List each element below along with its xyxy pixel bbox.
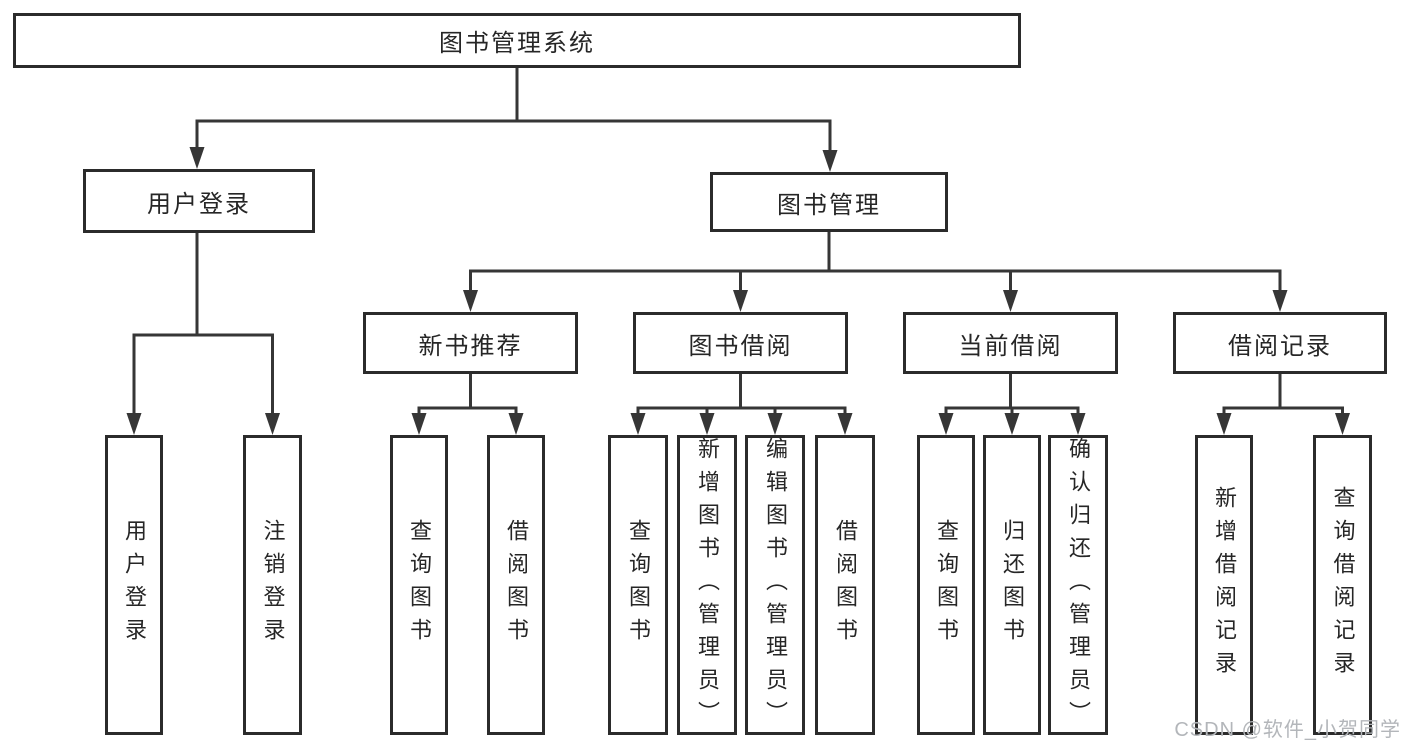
leaf-query-borrow-record: 查询借阅记录: [1313, 435, 1372, 735]
leaf-query-borrow-record-label: 查询借阅记录: [1330, 486, 1356, 684]
leaf-confirm-return-admin: 确认归还（管理员）: [1048, 435, 1108, 735]
leaf-query-books-recommend-label: 查询图书: [407, 519, 432, 651]
leaf-borrow-books-recommend: 借阅图书: [487, 435, 545, 735]
connector-user-login-to-leaves: [126, 233, 280, 435]
connector-book-borrow-to-leaves: [630, 374, 853, 435]
node-book-borrow-label: 图书借阅: [688, 332, 793, 360]
node-new-book-recommend-label: 新书推荐: [418, 332, 523, 360]
leaf-add-books-admin-label: 新增图书（管理员）: [695, 436, 720, 734]
leaf-borrow-books-recommend-label: 借阅图书: [504, 519, 529, 651]
node-current-borrow-label: 当前借阅: [958, 332, 1063, 360]
node-user-login-label: 用户登录: [147, 190, 251, 218]
leaf-add-books-admin: 新增图书（管理员）: [677, 435, 737, 735]
leaf-return-books: 归还图书: [983, 435, 1041, 735]
leaf-user-login: 用户登录: [105, 435, 163, 735]
leaf-return-books-label: 归还图书: [1000, 519, 1025, 651]
leaf-logout: 注销登录: [243, 435, 302, 735]
leaf-query-books-current: 查询图书: [917, 435, 975, 735]
node-current-borrow: 当前借阅: [903, 312, 1118, 374]
node-root-system: 图书管理系统: [13, 13, 1021, 68]
node-book-borrow: 图书借阅: [633, 312, 848, 374]
leaf-query-books-borrow: 查询图书: [608, 435, 668, 735]
connector-borrow-records-to-leaves: [1216, 374, 1350, 435]
node-book-management-label: 图书管理: [777, 191, 881, 219]
leaf-add-borrow-record-label: 新增借阅记录: [1212, 486, 1237, 684]
node-borrow-records-label: 借阅记录: [1228, 332, 1332, 360]
node-root-label: 图书管理系统: [439, 30, 595, 57]
leaf-query-books-recommend: 查询图书: [390, 435, 448, 735]
node-book-management-branch: 图书管理: [710, 172, 948, 232]
connector-book-mgmt-to-level3: [463, 232, 1288, 312]
leaf-query-books-current-label: 查询图书: [934, 519, 959, 651]
node-new-book-recommend: 新书推荐: [363, 312, 578, 374]
node-user-login-branch: 用户登录: [83, 169, 315, 233]
csdn-watermark: CSDN @软件_小贺同学: [1174, 719, 1401, 741]
connector-new-book-to-leaves: [411, 374, 524, 435]
node-borrow-records: 借阅记录: [1173, 312, 1387, 374]
connector-root-to-level2: [189, 68, 838, 172]
leaf-edit-books-admin: 编辑图书（管理员）: [745, 435, 805, 735]
connector-current-borrow-to-leaves: [938, 374, 1086, 435]
leaf-user-login-label: 用户登录: [122, 519, 147, 651]
leaf-borrow-books: 借阅图书: [815, 435, 875, 735]
leaf-borrow-books-label: 借阅图书: [833, 519, 858, 651]
leaf-confirm-return-admin-label: 确认归还（管理员）: [1066, 436, 1091, 734]
leaf-query-books-borrow-label: 查询图书: [626, 519, 651, 651]
leaf-logout-label: 注销登录: [260, 519, 286, 651]
leaf-add-borrow-record: 新增借阅记录: [1195, 435, 1253, 735]
leaf-edit-books-admin-label: 编辑图书（管理员）: [763, 436, 788, 734]
